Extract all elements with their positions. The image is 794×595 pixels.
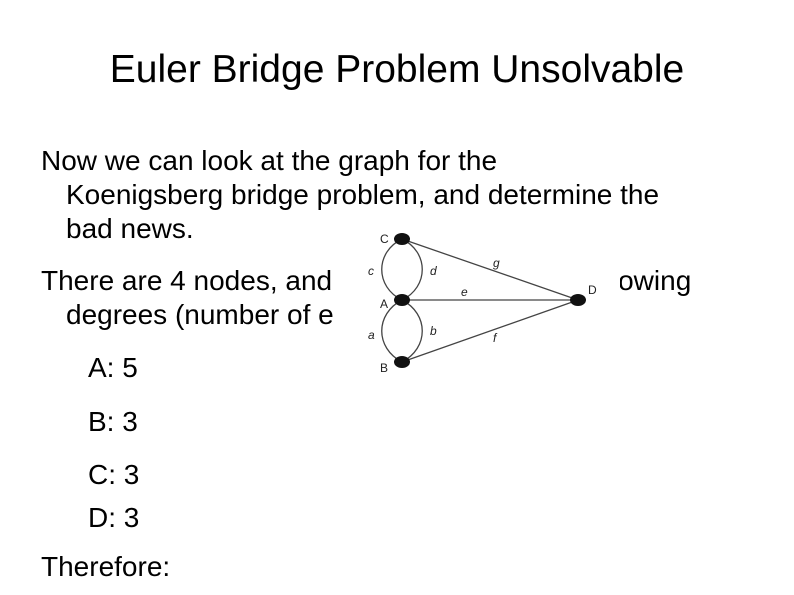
intro-line-2: Koenigsberg bridge problem, and determin… [66, 179, 660, 210]
edge-a [381, 299, 403, 363]
edge-label-c: c [368, 264, 374, 278]
intro-line-3: bad news. [66, 213, 194, 244]
nodes-line-1-start: There are 4 nodes, and [41, 265, 333, 296]
edge-d [401, 238, 423, 301]
conclusion-text: Therefore: [41, 551, 171, 582]
degree-c: C: 3 [88, 459, 140, 490]
edge-g [401, 238, 579, 301]
degree-a: A: 5 [88, 352, 138, 383]
node-label-c: C [380, 232, 389, 246]
edge-b [401, 299, 423, 363]
degree-d: D: 3 [88, 502, 140, 533]
edge-label-f: f [493, 331, 498, 345]
edge-label-d: d [430, 264, 437, 278]
node-d [570, 294, 586, 306]
edge-label-e: e [461, 285, 468, 299]
slide-title: Euler Bridge Problem Unsolvable [109, 48, 685, 91]
edge-label-b: b [430, 324, 437, 338]
intro-paragraph: Now we can look at the graph for the Koe… [41, 144, 761, 246]
konigsberg-graph: C A B D c d a b g e f [350, 222, 620, 382]
degree-b: B: 3 [88, 406, 138, 437]
edge-c [381, 238, 403, 301]
nodes-line-2: degrees (number of e [66, 299, 334, 330]
edge-f [401, 299, 579, 363]
node-c [394, 233, 410, 245]
node-a [394, 294, 410, 306]
intro-line-1: Now we can look at the graph for the [41, 145, 498, 176]
node-label-b: B [380, 361, 388, 375]
edge-label-a: a [368, 328, 375, 342]
edge-label-g: g [493, 256, 500, 270]
node-label-d: D [588, 283, 597, 297]
node-label-a: A [380, 297, 388, 311]
node-b [394, 356, 410, 368]
